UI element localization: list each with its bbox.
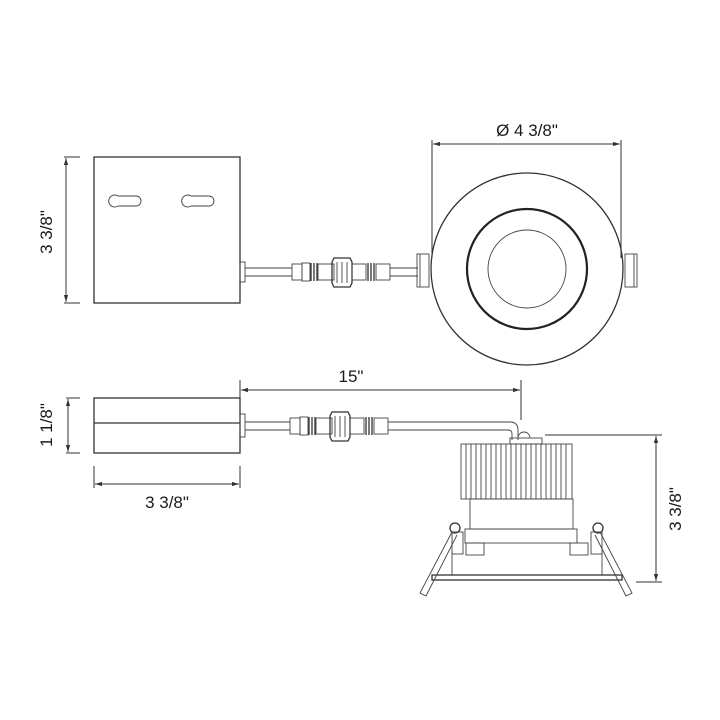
spring-clip-left bbox=[416, 253, 430, 288]
spring-clip-side-left bbox=[419, 531, 458, 597]
keyhole-slot-left bbox=[108, 194, 142, 208]
junction-box-height-label: 3 3/8" bbox=[37, 210, 56, 254]
lens bbox=[487, 229, 567, 309]
trim-ring-inner bbox=[465, 207, 589, 331]
heat-sink-fins bbox=[465, 444, 567, 499]
light-height-label: 3 3/8" bbox=[666, 487, 685, 531]
junction-box-width-label: 3 3/8" bbox=[145, 493, 189, 512]
cable-clamp bbox=[239, 261, 246, 283]
junction-box-body bbox=[93, 156, 241, 304]
connector-nut bbox=[331, 257, 353, 288]
trim-flange bbox=[431, 574, 623, 581]
spring-clip-right bbox=[624, 253, 638, 288]
diameter-label: Ø 4 3/8" bbox=[496, 121, 558, 140]
trim-ring-outer bbox=[430, 172, 624, 366]
light-top-view: Ø 4 3/8" bbox=[416, 121, 638, 366]
junction-box-front-view: 3 3/8" bbox=[37, 156, 246, 304]
keyhole-slot-right bbox=[181, 194, 215, 208]
heat-sink bbox=[460, 443, 573, 500]
junction-box-side-body bbox=[93, 397, 241, 454]
cable-length-label: 15" bbox=[339, 367, 364, 386]
junction-box-depth-label: 1 1/8" bbox=[37, 403, 56, 447]
spring-clip-side-right bbox=[594, 531, 633, 597]
cable-side: 15" bbox=[239, 367, 522, 442]
junction-box-side-view: 1 1/8" 3 3/8" bbox=[37, 397, 246, 512]
cable-top bbox=[245, 257, 418, 288]
light-side-view: 3 3/8" bbox=[419, 431, 685, 597]
